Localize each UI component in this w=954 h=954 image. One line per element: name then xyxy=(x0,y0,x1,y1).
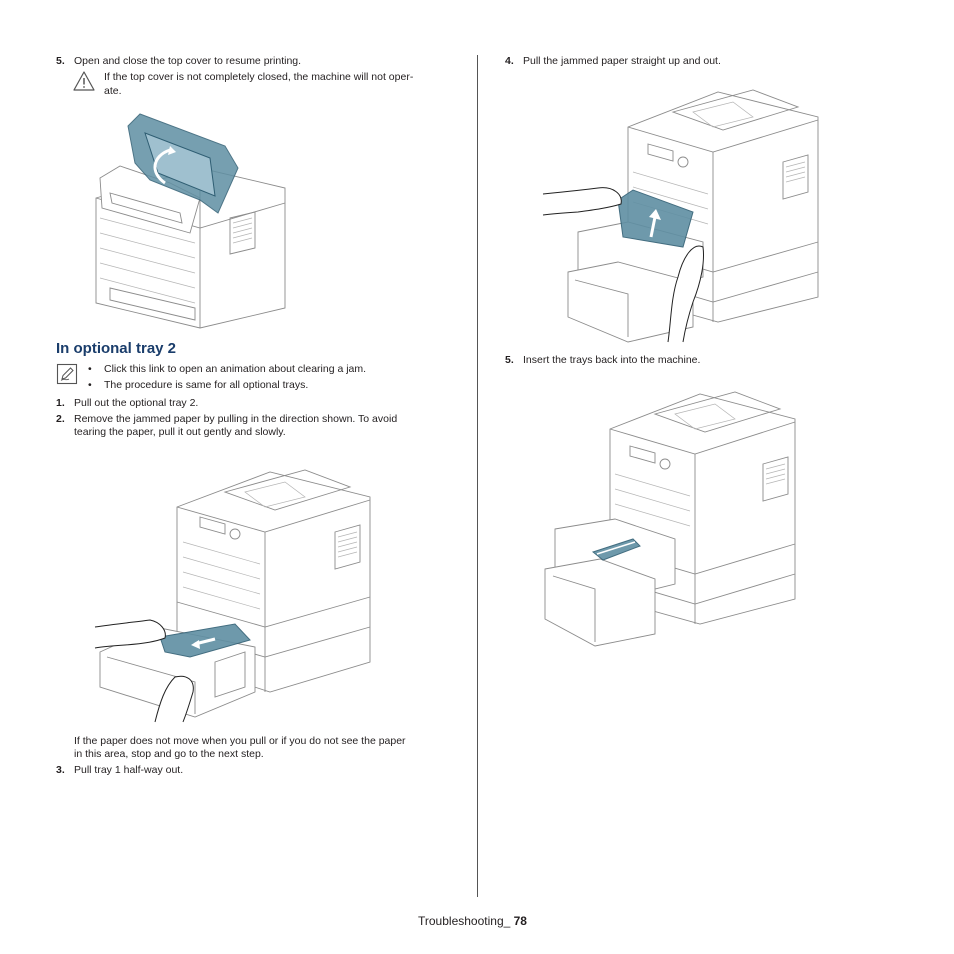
footer-page-number: 78 xyxy=(513,914,527,928)
note-bullet-marker-2: • xyxy=(88,379,92,391)
note-bullet-1: Click this link to open an animation abo… xyxy=(104,363,367,375)
step1-number: 1. xyxy=(56,397,65,409)
step5-text: Open and close the top cover to resume p… xyxy=(74,55,302,67)
step5-number: 5. xyxy=(56,55,65,67)
para-line-2: in this area, stop and go to the next st… xyxy=(74,748,264,760)
warning-triangle-icon xyxy=(73,71,95,91)
caution-line-2: ate. xyxy=(104,85,122,97)
illustration-top-cover-open xyxy=(95,113,286,329)
caution-line-1: If the top cover is not completely close… xyxy=(104,71,414,83)
section-heading: In optional tray 2 xyxy=(56,340,177,357)
para-line-1: If the paper does not move when you pull… xyxy=(74,735,406,747)
step1-text: Pull out the optional tray 2. xyxy=(74,397,199,409)
step3-number: 3. xyxy=(56,764,65,776)
illustration-tray2-jam xyxy=(94,469,371,723)
column-divider xyxy=(477,55,478,897)
illustration-pull-paper-up xyxy=(542,89,819,343)
page-footer: Troubleshooting_ 78 xyxy=(418,915,527,928)
note-bullet-marker-1: • xyxy=(88,363,92,375)
step2-line-2: tearing the paper, pull it out gently an… xyxy=(74,426,286,438)
step4-number: 4. xyxy=(505,55,514,67)
right-step5-text: Insert the trays back into the machine. xyxy=(523,354,701,366)
illustration-insert-trays xyxy=(544,391,796,647)
step2-line-1: Remove the jammed paper by pulling in th… xyxy=(74,413,398,425)
right-step5-number: 5. xyxy=(505,354,514,366)
step2-number: 2. xyxy=(56,413,65,425)
step4-text: Pull the jammed paper straight up and ou… xyxy=(523,55,721,67)
footer-section: Troubleshooting_ xyxy=(418,914,514,928)
step3-text: Pull tray 1 half-way out. xyxy=(74,764,184,776)
note-bullet-2: The procedure is same for all optional t… xyxy=(104,379,309,391)
note-pencil-icon xyxy=(56,363,78,385)
